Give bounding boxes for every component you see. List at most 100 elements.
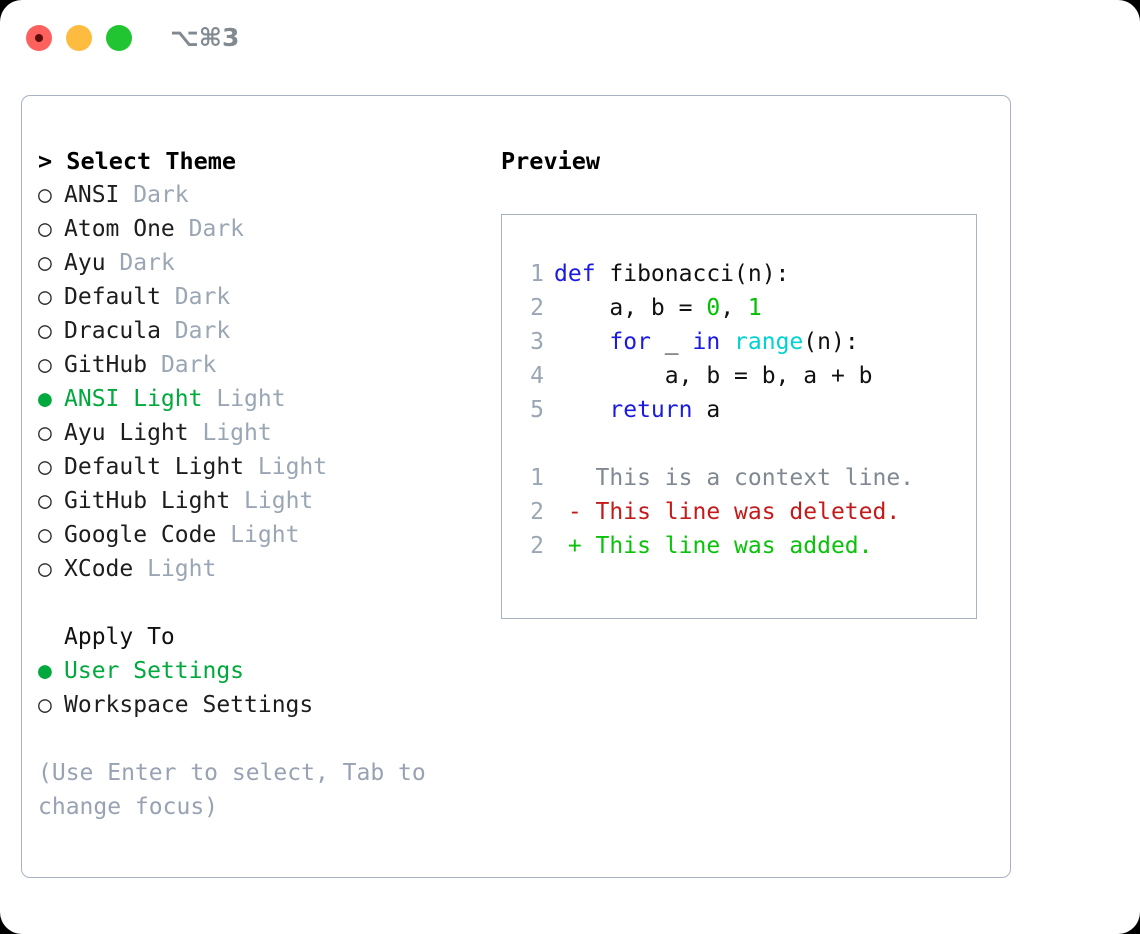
line-number: 4 xyxy=(530,363,544,389)
theme-list-item[interactable]: ○ Atom One Dark xyxy=(38,212,488,246)
spacer xyxy=(106,250,120,276)
code-token: a, b = xyxy=(554,295,707,321)
minimize-button[interactable] xyxy=(66,25,92,51)
code-token: for xyxy=(609,329,651,355)
code-token: fibonacci(n): xyxy=(595,261,790,287)
spacer xyxy=(161,318,175,344)
theme-list-item[interactable]: ○ Ayu Dark xyxy=(38,246,488,280)
apply-to-option[interactable]: ● User Settings xyxy=(38,654,488,688)
diff-marker: + xyxy=(554,533,596,559)
theme-name: ANSI Light xyxy=(64,386,203,412)
code-diff-gap xyxy=(514,427,970,461)
theme-name: Google Code xyxy=(64,522,217,548)
theme-name: ANSI xyxy=(64,182,120,208)
theme-name: Default Light xyxy=(64,454,245,480)
radio-unselected-icon[interactable]: ○ xyxy=(38,284,66,310)
spacer xyxy=(216,522,230,548)
theme-list-item[interactable]: ○ GitHub Dark xyxy=(38,348,488,382)
radio-unselected-icon[interactable]: ○ xyxy=(38,250,66,276)
spacer xyxy=(133,556,147,582)
theme-kind-badge: Light xyxy=(147,556,217,582)
preview-heading: Preview xyxy=(501,147,601,175)
radio-unselected-icon[interactable]: ○ xyxy=(38,352,66,378)
line-number: 5 xyxy=(530,397,544,423)
code-line: 1 def fibonacci(n): xyxy=(514,257,970,291)
theme-list-item[interactable]: ○ GitHub Light Light xyxy=(38,484,488,518)
diff-line: 2 + This line was added. xyxy=(514,529,970,563)
theme-list-item[interactable]: ○ Ayu Light Light xyxy=(38,416,488,450)
theme-kind-badge: Dark xyxy=(188,216,245,242)
theme-name: GitHub Light xyxy=(64,488,231,514)
code-line: 2 a, b = 0, 1 xyxy=(514,291,970,325)
apply-to-options: ● User Settings○ Workspace Settings xyxy=(38,654,488,722)
code-token xyxy=(554,329,609,355)
code-token: a, b = b, a + b xyxy=(554,363,873,389)
code-token: return xyxy=(609,397,693,423)
line-number: 3 xyxy=(530,329,544,355)
theme-list-item[interactable]: ○ Default Light Light xyxy=(38,450,488,484)
radio-unselected-icon[interactable]: ○ xyxy=(38,522,66,548)
theme-kind-badge: Light xyxy=(230,522,300,548)
theme-kind-badge: Light xyxy=(257,454,328,480)
code-token: 1 xyxy=(747,295,762,321)
line-number: 1 xyxy=(530,465,544,491)
apply-to-option[interactable]: ○ Workspace Settings xyxy=(38,688,488,722)
theme-list-item[interactable]: ○ Default Dark xyxy=(38,280,488,314)
radio-unselected-icon[interactable]: ○ xyxy=(38,216,66,242)
spacer xyxy=(147,352,161,378)
theme-list-item[interactable]: ○ ANSI Dark xyxy=(38,178,488,212)
apply-to-label: Apply To xyxy=(64,624,175,650)
radio-selected-icon[interactable]: ● xyxy=(38,386,66,412)
theme-list-item[interactable]: ○ Dracula Dark xyxy=(38,314,488,348)
theme-name: Atom One xyxy=(64,216,175,242)
close-button[interactable] xyxy=(26,25,52,51)
line-number: 1 xyxy=(530,261,544,287)
keyboard-hint-text: (Use Enter to select, Tab to change focu… xyxy=(38,760,426,820)
code-line: 3 for _ in range(n): xyxy=(514,325,970,359)
radio-selected-icon[interactable]: ● xyxy=(38,658,66,684)
diff-text: This is a context line. xyxy=(595,465,915,491)
theme-kind-badge: Light xyxy=(216,386,286,412)
radio-unselected-icon[interactable]: ○ xyxy=(38,420,66,446)
code-token xyxy=(554,397,609,423)
radio-unselected-icon[interactable]: ○ xyxy=(38,556,66,582)
theme-kind-badge: Light xyxy=(244,488,314,514)
page-title: Select Theme xyxy=(66,147,237,175)
spacer xyxy=(244,454,258,480)
diff-text: This line was deleted. xyxy=(595,499,901,525)
code-token: , xyxy=(720,295,748,321)
spacer xyxy=(230,488,244,514)
window-controls xyxy=(26,25,132,51)
line-number: 2 xyxy=(530,295,544,321)
spacer xyxy=(189,420,203,446)
theme-name: Ayu Light xyxy=(64,420,189,446)
heading-marker: > xyxy=(38,147,67,175)
theme-list-column: > Select Theme ○ ANSI Dark○ Atom One Dar… xyxy=(38,144,488,824)
theme-name: GitHub xyxy=(64,352,148,378)
theme-list-item[interactable]: ● ANSI Light Light xyxy=(38,382,488,416)
theme-name: Ayu xyxy=(64,250,106,276)
code-token: def xyxy=(554,261,596,287)
radio-unselected-icon[interactable]: ○ xyxy=(38,318,66,344)
line-number: 2 xyxy=(530,533,544,559)
code-token: in xyxy=(692,329,721,355)
radio-unselected-icon[interactable]: ○ xyxy=(38,182,66,208)
theme-kind-badge: Dark xyxy=(174,284,231,310)
radio-unselected-icon[interactable]: ○ xyxy=(38,454,66,480)
theme-kind-badge: Dark xyxy=(133,182,189,208)
radio-unselected-icon[interactable]: ○ xyxy=(38,488,66,514)
spacer xyxy=(119,182,133,208)
line-number: 2 xyxy=(530,499,544,525)
theme-list-item[interactable]: ○ XCode Light xyxy=(38,552,488,586)
diff-text: This line was added. xyxy=(595,533,873,559)
theme-kind-badge: Dark xyxy=(119,250,175,276)
theme-list-item[interactable]: ○ Google Code Light xyxy=(38,518,488,552)
code-token xyxy=(720,329,734,355)
maximize-button[interactable] xyxy=(106,25,132,51)
radio-unselected-icon[interactable]: ○ xyxy=(38,692,66,718)
code-token: _ xyxy=(650,329,693,355)
